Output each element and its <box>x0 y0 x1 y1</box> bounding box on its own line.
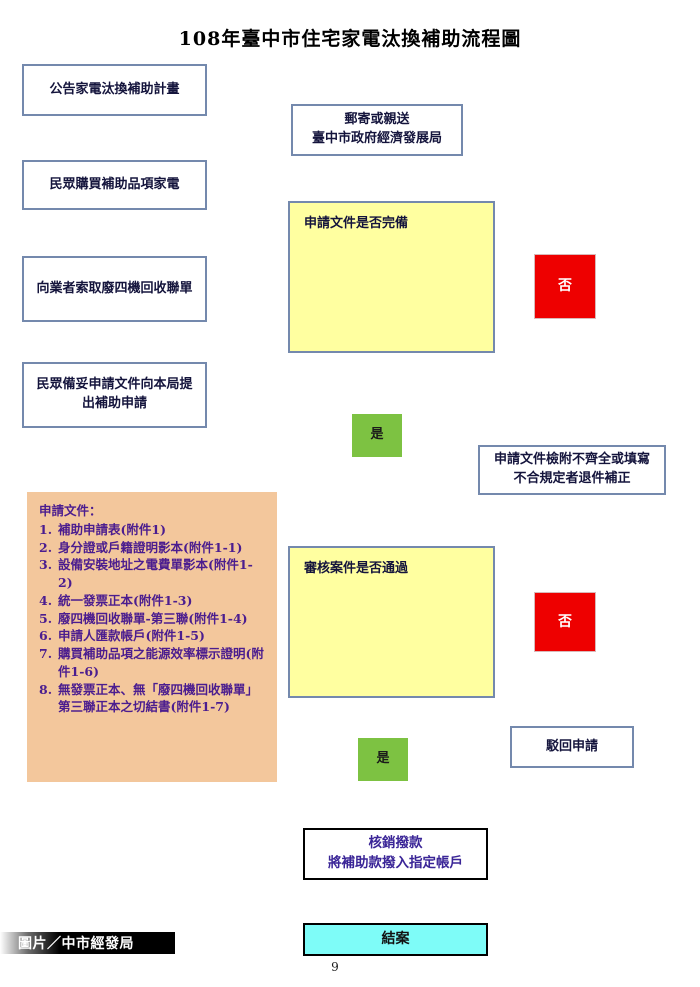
credit-text: 圖片／中市經發局 <box>18 936 134 952</box>
process-box-announce: 公告家電汰換補助計畫 <box>22 64 207 116</box>
terminator-box-end: 結案 <box>303 923 488 956</box>
list-item-text: 補助申請表(附件1) <box>58 521 167 537</box>
documents-list: 1. 補助申請表(附件1) 2. 身分證或戶籍證明影本(附件1-1) 3. 設備… <box>39 521 267 716</box>
list-item-text: 申請人匯款帳戶(附件1-5) <box>58 628 205 644</box>
process-box-delivery: 郵寄或親送 臺中市政府經濟發展局 <box>291 104 463 156</box>
list-item: 8. 無發票正本、無「廢四機回收聯單」第三聯正本之切結書(附件1-7) <box>39 681 267 717</box>
list-item: 3. 設備安裝地址之電費單影本(附件1-2) <box>39 556 267 592</box>
list-item-text: 設備安裝地址之電費單影本(附件1-2) <box>58 557 253 590</box>
list-item: 1. 補助申請表(附件1) <box>39 521 267 539</box>
branch-no-documents: 否 <box>534 254 596 319</box>
list-item-text: 購買補助品項之能源效率標示證明(附件1-6) <box>58 646 264 679</box>
process-box-submit-application: 民眾備妥申請文件向本局提出補助申請 <box>22 362 207 428</box>
list-item: 2. 身分證或戶籍證明影本(附件1-1) <box>39 539 267 557</box>
list-item-number: 8. <box>39 681 53 697</box>
process-box-purchase: 民眾購買補助品項家電 <box>22 160 207 210</box>
process-box-rejected: 駁回申請 <box>510 726 634 768</box>
branch-no-review: 否 <box>534 592 596 652</box>
list-item-number: 2. <box>39 539 53 555</box>
list-item-text: 無發票正本、無「廢四機回收聯單」第三聯正本之切結書(附件1-7) <box>58 681 259 715</box>
list-item-text: 廢四機回收聯單-第三聯(附件1-4) <box>58 610 248 626</box>
list-item: 4. 統一發票正本(附件1-3) <box>39 592 267 610</box>
list-item-number: 5. <box>39 610 53 626</box>
list-item-number: 6. <box>39 628 53 644</box>
branch-yes-documents: 是 <box>352 414 402 457</box>
decision-box-documents-complete: 申請文件是否完備 <box>288 201 495 353</box>
list-item-number: 7. <box>39 646 53 661</box>
branch-yes-review: 是 <box>358 738 408 781</box>
list-item: 7. 購買補助品項之能源效率標示證明(附件1-6) <box>39 645 267 681</box>
documents-panel-heading: 申請文件： <box>39 503 102 518</box>
list-item: 5. 廢四機回收聯單-第三聯(附件1-4) <box>39 610 267 628</box>
documents-panel: 申請文件： 1. 補助申請表(附件1) 2. 身分證或戶籍證明影本(附件1-1)… <box>27 492 277 782</box>
list-item-number: 1. <box>39 521 53 537</box>
list-item-number: 4. <box>39 592 53 608</box>
list-item-text: 身分證或戶籍證明影本(附件1-1) <box>58 539 243 555</box>
page-number: 9 <box>331 960 339 974</box>
note-box-return-for-correction: 申請文件檢附不齊全或填寫不合規定者退件補正 <box>478 445 666 495</box>
decision-box-review-passed: 審核案件是否通過 <box>288 546 495 698</box>
page-title: 108年臺中市住宅家電汰換補助流程圖 <box>178 28 522 50</box>
credit-banner: 圖片／中市經發局 <box>0 932 175 954</box>
list-item-number: 3. <box>39 557 53 573</box>
process-box-payout: 核銷撥款 將補助款撥入指定帳戶 <box>303 828 488 880</box>
list-item: 6. 申請人匯款帳戶(附件1-5) <box>39 627 267 645</box>
list-item-text: 統一發票正本(附件1-3) <box>58 592 193 608</box>
process-box-recycle-receipt: 向業者索取廢四機回收聯單 <box>22 256 207 322</box>
